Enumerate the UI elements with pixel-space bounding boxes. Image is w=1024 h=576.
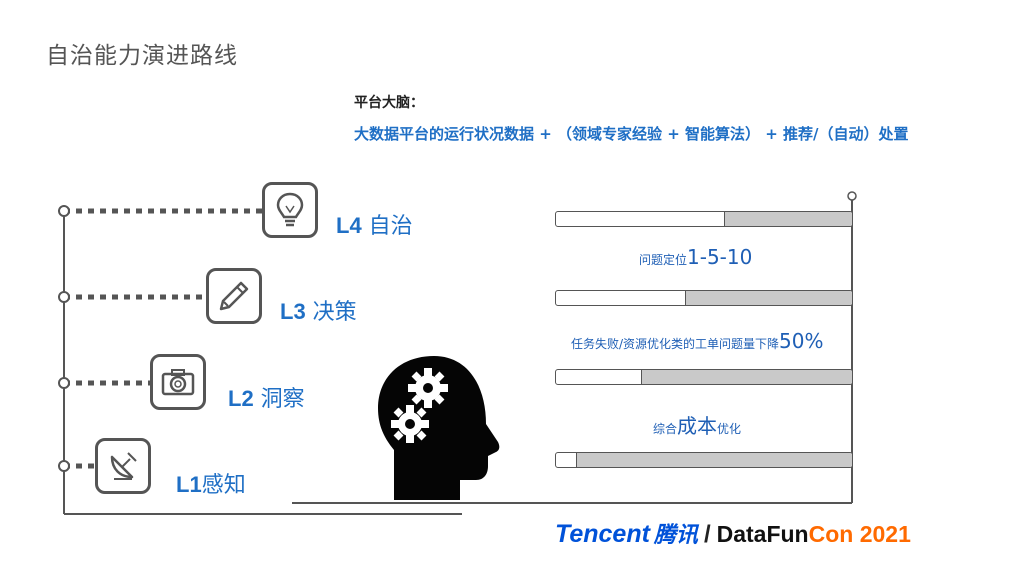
metric-highlight: 1-5-10 <box>687 245 752 269</box>
level-name: 自治 <box>362 214 413 239</box>
event-year: 2021 <box>853 521 911 547</box>
progress-bar <box>555 211 853 227</box>
progress-bar <box>555 452 853 468</box>
tencent-logo: Tencent <box>555 520 650 548</box>
logo-separator: / <box>704 521 711 548</box>
level-code: L1 <box>176 472 202 497</box>
progress-fill <box>724 212 852 226</box>
level-name: 决策 <box>306 300 357 325</box>
metric-prefix: 综合 <box>653 422 677 436</box>
metric-ticket-reduction: 任务失败/资源优化类的工单问题量下降50% <box>571 329 824 353</box>
metric-cost: 综合成本优化 <box>653 410 741 439</box>
level-code: L4 <box>336 213 362 238</box>
level-name: 洞察 <box>254 387 305 412</box>
metric-highlight: 成本 <box>677 414 717 438</box>
progress-bar <box>555 369 853 385</box>
metric-highlight: 50% <box>779 329 823 353</box>
camera-icon <box>150 354 206 410</box>
level-code: L3 <box>280 299 306 324</box>
con-logo: Con <box>809 521 854 547</box>
level-l3-label: L3 决策 <box>280 294 357 326</box>
lightbulb-icon <box>262 182 318 238</box>
progress-bar <box>555 290 853 306</box>
metric-prefix: 问题定位 <box>639 253 687 267</box>
level-l1-label: L1感知 <box>176 467 246 499</box>
level-code: L2 <box>228 386 254 411</box>
level-l2-label: L2 洞察 <box>228 381 305 413</box>
datafun-logo: DataFun <box>717 521 809 547</box>
progress-fill <box>641 370 852 384</box>
satellite-dish-icon <box>95 438 151 494</box>
tencent-logo-cn: 腾讯 <box>654 523 698 548</box>
metric-prefix: 任务失败/资源优化类的工单问题量下降 <box>571 337 779 351</box>
level-l4-label: L4 自治 <box>336 208 413 240</box>
progress-fill <box>685 291 852 305</box>
metric-locate: 问题定位1-5-10 <box>639 245 752 269</box>
progress-fill <box>576 453 852 467</box>
pencil-icon <box>206 268 262 324</box>
level-name: 感知 <box>202 473 246 498</box>
metric-suffix: 优化 <box>717 422 741 436</box>
head-gears-icon <box>372 352 512 502</box>
